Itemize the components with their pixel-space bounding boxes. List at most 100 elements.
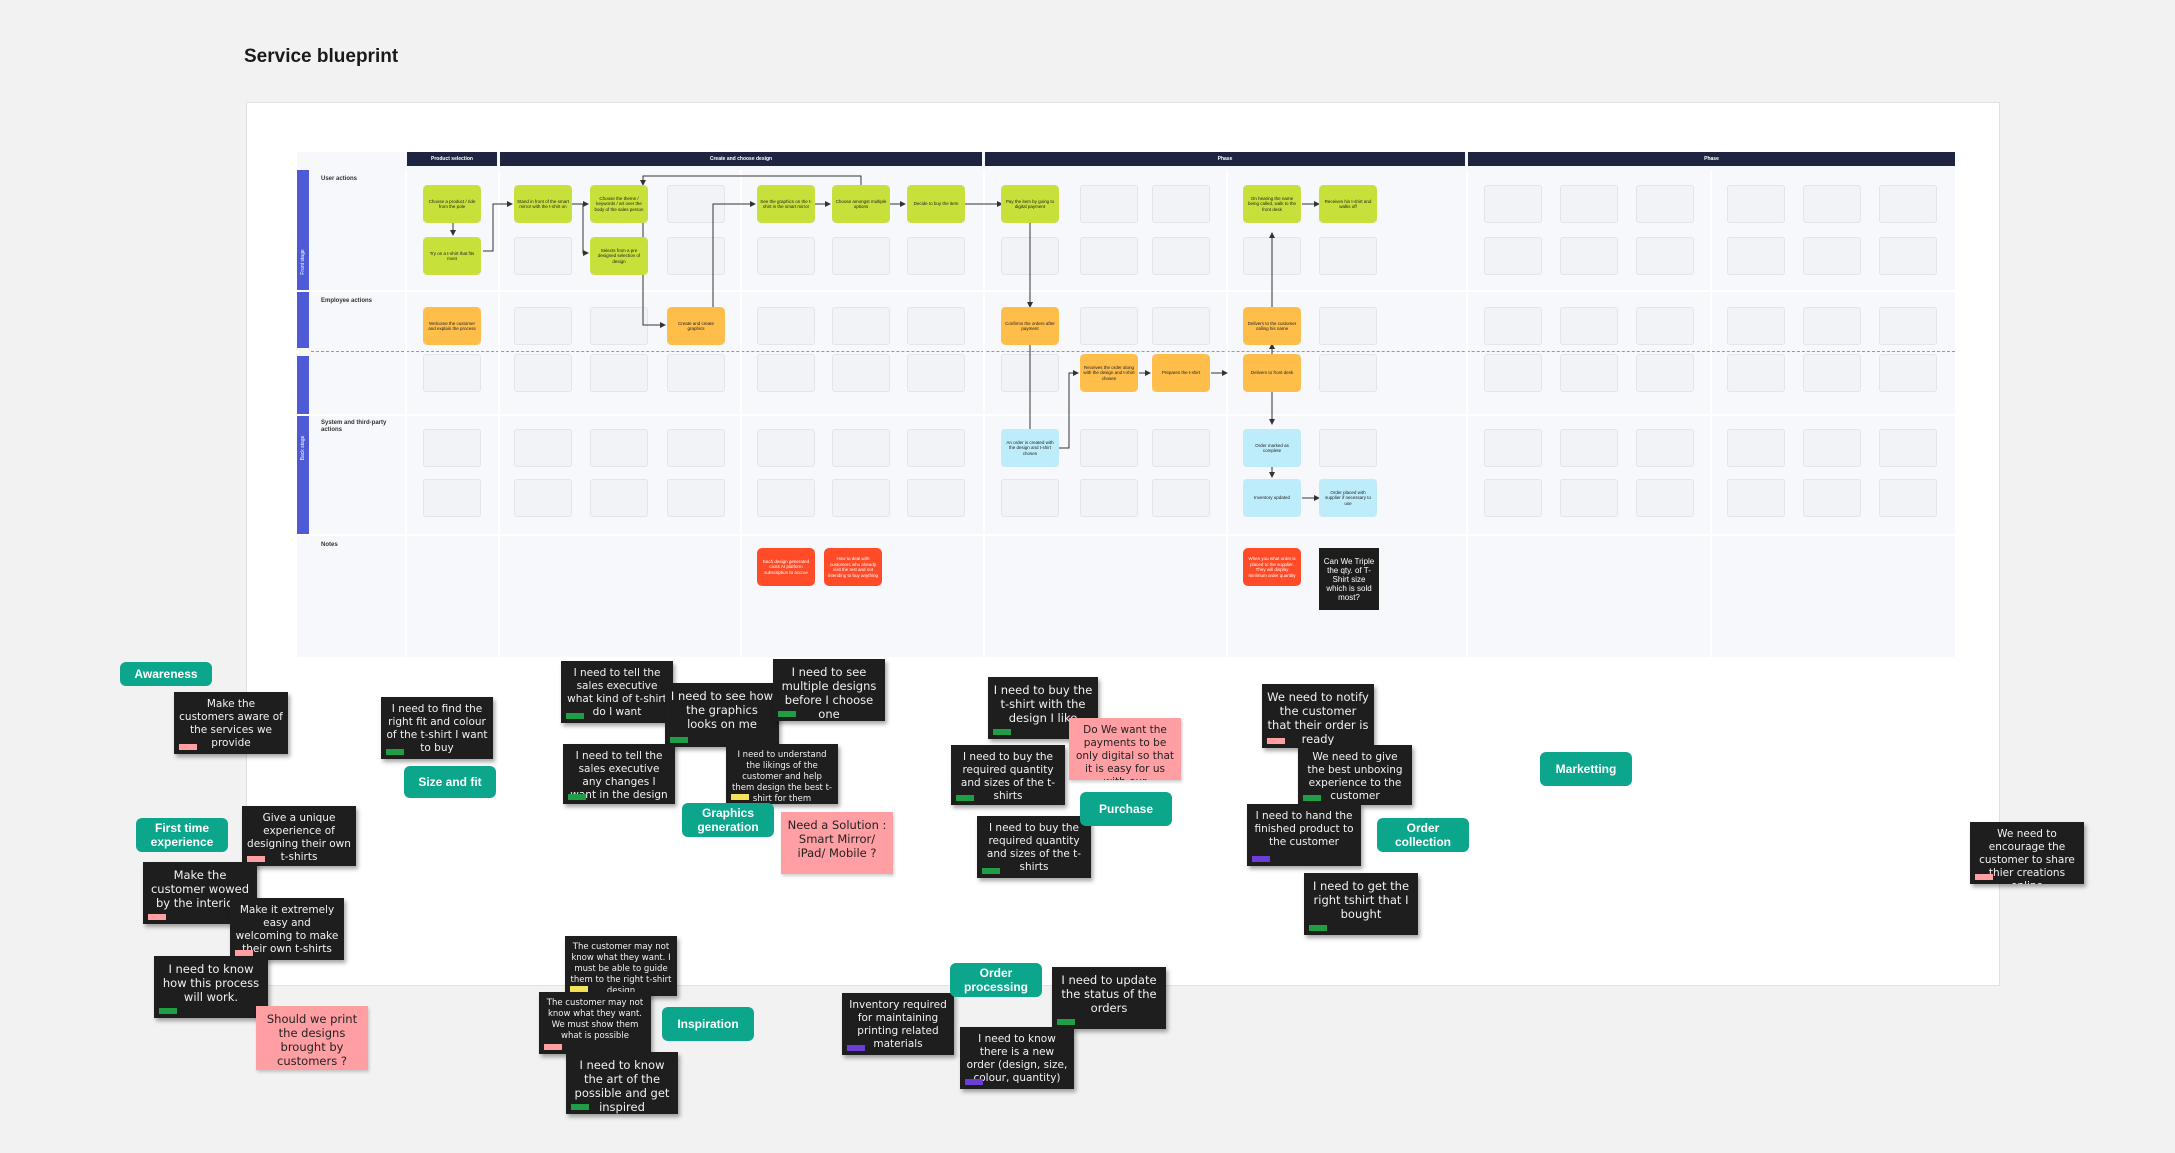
empty-slot[interactable] bbox=[667, 354, 725, 392]
empty-slot[interactable] bbox=[1080, 185, 1138, 223]
sticky-unboxing[interactable]: We need to give the best unboxing experi… bbox=[1298, 745, 1412, 805]
sticky-easy-welcoming[interactable]: Make it extremely easy and welcoming to … bbox=[230, 898, 344, 960]
chip-order-processing[interactable]: Order processing bbox=[950, 963, 1042, 997]
empty-slot[interactable] bbox=[590, 354, 648, 392]
card-delivers-customer[interactable]: Delivers to the customer calling his nam… bbox=[1243, 307, 1301, 345]
sticky-see-graphics[interactable]: I need to see how the graphics looks on … bbox=[665, 683, 779, 747]
empty-slot[interactable] bbox=[1727, 354, 1785, 392]
empty-slot[interactable] bbox=[667, 237, 725, 275]
empty-slot[interactable] bbox=[1484, 185, 1542, 223]
phase-header-phase-4[interactable]: Phase bbox=[1468, 152, 1955, 166]
empty-slot[interactable] bbox=[1879, 307, 1937, 345]
empty-slot[interactable] bbox=[1636, 429, 1694, 467]
empty-slot[interactable] bbox=[514, 237, 572, 275]
empty-slot[interactable] bbox=[1080, 429, 1138, 467]
card-order-created[interactable]: An order is created with the design and … bbox=[1001, 429, 1059, 467]
empty-slot[interactable] bbox=[1727, 429, 1785, 467]
card-choose-product[interactable]: Choose a product / ride from the pole bbox=[423, 185, 481, 223]
sticky-awareness[interactable]: Make the customers aware of the services… bbox=[174, 692, 288, 754]
chip-first-time-experience[interactable]: First time experience bbox=[136, 818, 228, 852]
empty-slot[interactable] bbox=[1727, 237, 1785, 275]
card-try-tshirt[interactable]: Try on a t-shirt that fits most bbox=[423, 237, 481, 275]
sticky-understand-likings[interactable]: I need to understand the likings of the … bbox=[726, 744, 838, 804]
sticky-hand-product[interactable]: I need to hand the finished product to t… bbox=[1247, 804, 1361, 866]
sticky-show-possible[interactable]: The customer may not know what they want… bbox=[539, 992, 651, 1054]
card-choose-theme[interactable]: Choose the theme / keywords / art over t… bbox=[590, 185, 648, 223]
sticky-customer-not-know[interactable]: The customer may not know what they want… bbox=[565, 936, 677, 996]
empty-slot[interactable] bbox=[1152, 307, 1210, 345]
empty-slot[interactable] bbox=[1727, 185, 1785, 223]
pink-note-digital-payments[interactable]: Do We want the payments to be only digit… bbox=[1069, 718, 1181, 780]
chip-purchase[interactable]: Purchase bbox=[1080, 792, 1172, 826]
empty-slot[interactable] bbox=[590, 479, 648, 517]
empty-slot[interactable] bbox=[423, 429, 481, 467]
empty-slot[interactable] bbox=[1319, 429, 1377, 467]
chip-order-collection[interactable]: Order collection bbox=[1377, 818, 1469, 852]
empty-slot[interactable] bbox=[514, 354, 572, 392]
phase-header-phase-3[interactable]: Phase bbox=[985, 152, 1465, 166]
empty-slot[interactable] bbox=[1080, 307, 1138, 345]
empty-slot[interactable] bbox=[1803, 479, 1861, 517]
empty-slot[interactable] bbox=[1152, 185, 1210, 223]
card-welcome-customer[interactable]: Welcome the customer and explain the pro… bbox=[423, 307, 481, 345]
sticky-right-tshirt[interactable]: I need to get the right tshirt that I bo… bbox=[1304, 873, 1418, 935]
sticky-know-process[interactable]: I need to know how this process will wor… bbox=[154, 956, 268, 1018]
empty-slot[interactable] bbox=[1484, 429, 1542, 467]
card-order-complete[interactable]: Order marked as complete bbox=[1243, 429, 1301, 467]
empty-slot[interactable] bbox=[1560, 429, 1618, 467]
sticky-share-online[interactable]: We need to encourage the customer to sha… bbox=[1970, 822, 2084, 884]
empty-slot[interactable] bbox=[423, 354, 481, 392]
phase-header-product-selection[interactable]: Product selection bbox=[407, 152, 497, 166]
empty-slot[interactable] bbox=[1636, 354, 1694, 392]
empty-slot[interactable] bbox=[1803, 429, 1861, 467]
empty-slot[interactable] bbox=[1319, 237, 1377, 275]
empty-slot[interactable] bbox=[757, 479, 815, 517]
empty-slot[interactable] bbox=[907, 479, 965, 517]
empty-slot[interactable] bbox=[832, 307, 890, 345]
empty-slot[interactable] bbox=[832, 237, 890, 275]
card-pay-item[interactable]: Pay the item by going to digital payment bbox=[1001, 185, 1059, 223]
chip-marketting[interactable]: Marketting bbox=[1540, 752, 1632, 786]
empty-slot[interactable] bbox=[1803, 307, 1861, 345]
card-note-supplier[interactable]: When you what order is placed to the sup… bbox=[1243, 548, 1301, 586]
sticky-inventory-required[interactable]: Inventory required for maintaining print… bbox=[842, 993, 954, 1055]
card-create-graphics[interactable]: Create and create graphics bbox=[667, 307, 725, 345]
empty-slot[interactable] bbox=[907, 429, 965, 467]
empty-slot[interactable] bbox=[1879, 479, 1937, 517]
empty-slot[interactable] bbox=[832, 479, 890, 517]
empty-slot[interactable] bbox=[1001, 479, 1059, 517]
pink-note-print-designs[interactable]: Should we print the designs brought by c… bbox=[256, 1006, 368, 1070]
empty-slot[interactable] bbox=[590, 307, 648, 345]
empty-slot[interactable] bbox=[423, 479, 481, 517]
card-choose-options[interactable]: Choose amongst multiple options bbox=[832, 185, 890, 223]
card-note-triple-qty[interactable]: Can We Triple the qty. of T-Shirt size w… bbox=[1319, 548, 1379, 610]
card-selects-predesigned[interactable]: Selects from a pre designed selection of… bbox=[590, 237, 648, 275]
sticky-new-order[interactable]: I need to know there is a new order (des… bbox=[960, 1027, 1074, 1089]
empty-slot[interactable] bbox=[1484, 307, 1542, 345]
sticky-art-possible[interactable]: I need to know the art of the possible a… bbox=[566, 1052, 678, 1114]
empty-slot[interactable] bbox=[1152, 429, 1210, 467]
card-inventory-updated[interactable]: Inventory updated bbox=[1243, 479, 1301, 517]
sticky-unique-experience[interactable]: Give a unique experience of designing th… bbox=[242, 806, 356, 866]
empty-slot[interactable] bbox=[1879, 237, 1937, 275]
empty-slot[interactable] bbox=[907, 307, 965, 345]
empty-slot[interactable] bbox=[832, 429, 890, 467]
sticky-tell-changes[interactable]: I need to tell the sales executive any c… bbox=[563, 744, 675, 804]
sticky-tell-sales[interactable]: I need to tell the sales executive what … bbox=[561, 661, 673, 723]
empty-slot[interactable] bbox=[1484, 479, 1542, 517]
empty-slot[interactable] bbox=[1560, 237, 1618, 275]
sticky-notify-ready[interactable]: We need to notify the customer that thei… bbox=[1262, 684, 1374, 748]
chip-graphics-generation[interactable]: Graphics generation bbox=[682, 803, 774, 837]
card-stand-mirror[interactable]: Stand in front of the smart mirror with … bbox=[514, 185, 572, 223]
pink-note-need-solution[interactable]: Need a Solution : Smart Mirror/ iPad/ Mo… bbox=[781, 812, 893, 874]
card-receives-tshirt[interactable]: Receives his t-shirt and walks off bbox=[1319, 185, 1377, 223]
card-prepares-tshirt[interactable]: Prepares the t-shirt bbox=[1152, 354, 1210, 392]
chip-inspiration[interactable]: Inspiration bbox=[662, 1007, 754, 1041]
empty-slot[interactable] bbox=[514, 479, 572, 517]
card-note-ai-cost[interactable]: Each design generated costs AI platform … bbox=[757, 548, 815, 586]
empty-slot[interactable] bbox=[1560, 479, 1618, 517]
sticky-find-fit[interactable]: I need to find the right fit and colour … bbox=[381, 697, 493, 759]
sticky-buy-quantity[interactable]: I need to buy the required quantity and … bbox=[951, 745, 1065, 805]
sticky-wowed[interactable]: Make the customer wowed by the interiors bbox=[143, 862, 257, 924]
empty-slot[interactable] bbox=[1879, 429, 1937, 467]
